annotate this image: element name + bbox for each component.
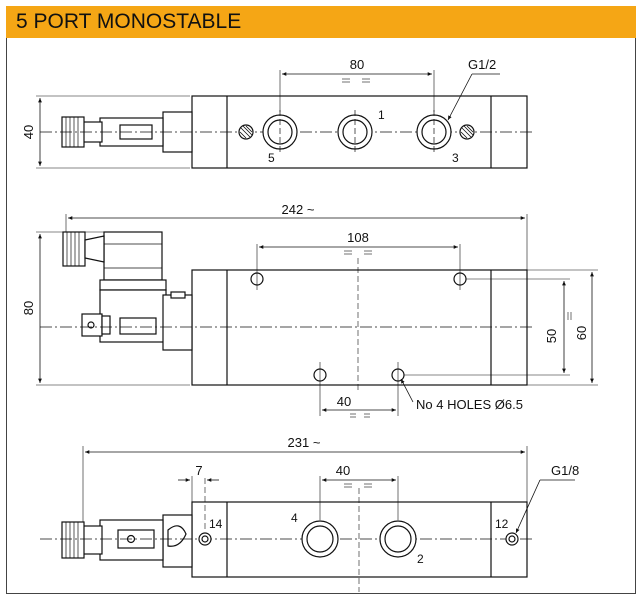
bottom-port-label-14: 14: [209, 517, 223, 531]
front-dim-60: 60: [574, 326, 589, 340]
drawing-frame: [6, 38, 636, 594]
front-valve-body: [191, 269, 528, 386]
top-port-label-1: 1: [378, 108, 385, 122]
bottom-pilot-12: [505, 532, 519, 546]
top-view: [36, 70, 535, 169]
top-port-label-3: 3: [452, 151, 459, 165]
top-dim-80: 80: [350, 57, 364, 72]
front-view: [36, 214, 598, 418]
top-port-label-5: 5: [268, 151, 275, 165]
bottom-port-label-2: 2: [417, 552, 424, 566]
bottom-pilot-14: [198, 532, 212, 546]
front-holes-note: No 4 HOLES Ø6.5: [416, 397, 523, 412]
bottom-dim-231: 231 ~: [288, 435, 321, 450]
bottom-valve-body: [191, 501, 528, 578]
bottom-dim-40: 40: [336, 463, 350, 478]
top-dim-40: 40: [21, 125, 36, 139]
front-dim-80: 80: [21, 301, 36, 315]
front-dim-50: 50: [544, 329, 559, 343]
top-thread-label: G1/2: [468, 57, 496, 72]
bottom-port-label-12: 12: [495, 517, 509, 531]
bottom-port-label-4: 4: [291, 511, 298, 525]
bottom-dim-7: 7: [195, 463, 202, 478]
bottom-thread-label: G1/8: [551, 463, 579, 478]
page-title: 5 PORT MONOSTABLE: [6, 6, 636, 38]
front-dim-108: 108: [347, 230, 369, 245]
front-dim-40: 40: [337, 394, 351, 409]
bottom-view: [40, 446, 575, 592]
front-dim-242: 242 ~: [282, 202, 315, 217]
